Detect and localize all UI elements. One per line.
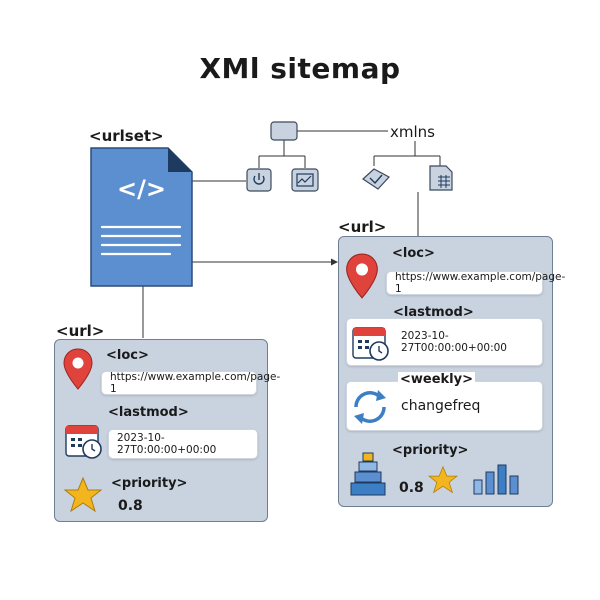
priority-label-right: <priority> [392, 443, 469, 458]
priority-label-left: <priority> [111, 476, 188, 491]
document-code-text: </> [117, 175, 166, 203]
priority-value-right: 0.8 [399, 480, 424, 496]
loc-label-left: <loc> [106, 348, 149, 363]
map-pin-icon [345, 253, 379, 303]
xml-file-icon [428, 164, 456, 196]
map-pin-icon [63, 348, 93, 394]
calendar-clock-icon [351, 323, 391, 367]
lastmod-label-right: <lastmod> [393, 305, 474, 320]
calendar-clock-icon [64, 421, 104, 465]
loc-label-right: <loc> [392, 246, 435, 261]
schema-tag-icon [360, 165, 392, 197]
chart-node-icon [291, 168, 319, 196]
url-tag-right: <url> [338, 218, 387, 236]
pyramid-icon [350, 451, 386, 501]
refresh-cycle-icon [350, 389, 390, 429]
star-icon [427, 465, 459, 498]
loc-value-left: https://www.example.com/page-1 [101, 371, 280, 395]
changefreq-value: changefreq [346, 381, 543, 431]
changefreq-label: <weekly> [398, 372, 476, 387]
page-title: XMl sitemap [199, 52, 401, 85]
hierarchy-root-icon [270, 121, 298, 145]
priority-value-left: 0.8 [118, 498, 143, 514]
url-tag-left: <url> [56, 322, 105, 340]
lastmod-label-left: <lastmod> [108, 405, 189, 420]
loc-value-right: https://www.example.com/page-1 [386, 271, 565, 295]
power-node-icon [246, 168, 272, 196]
xmlns-label: xmlns [390, 123, 435, 141]
star-icon [63, 476, 103, 517]
urlset-tag: <urlset> [89, 127, 164, 145]
lastmod-value-left: 2023-10-27T0:00:00+00:00 [108, 429, 258, 459]
document-code-icon [90, 147, 193, 287]
bar-chart-icon [472, 462, 524, 500]
